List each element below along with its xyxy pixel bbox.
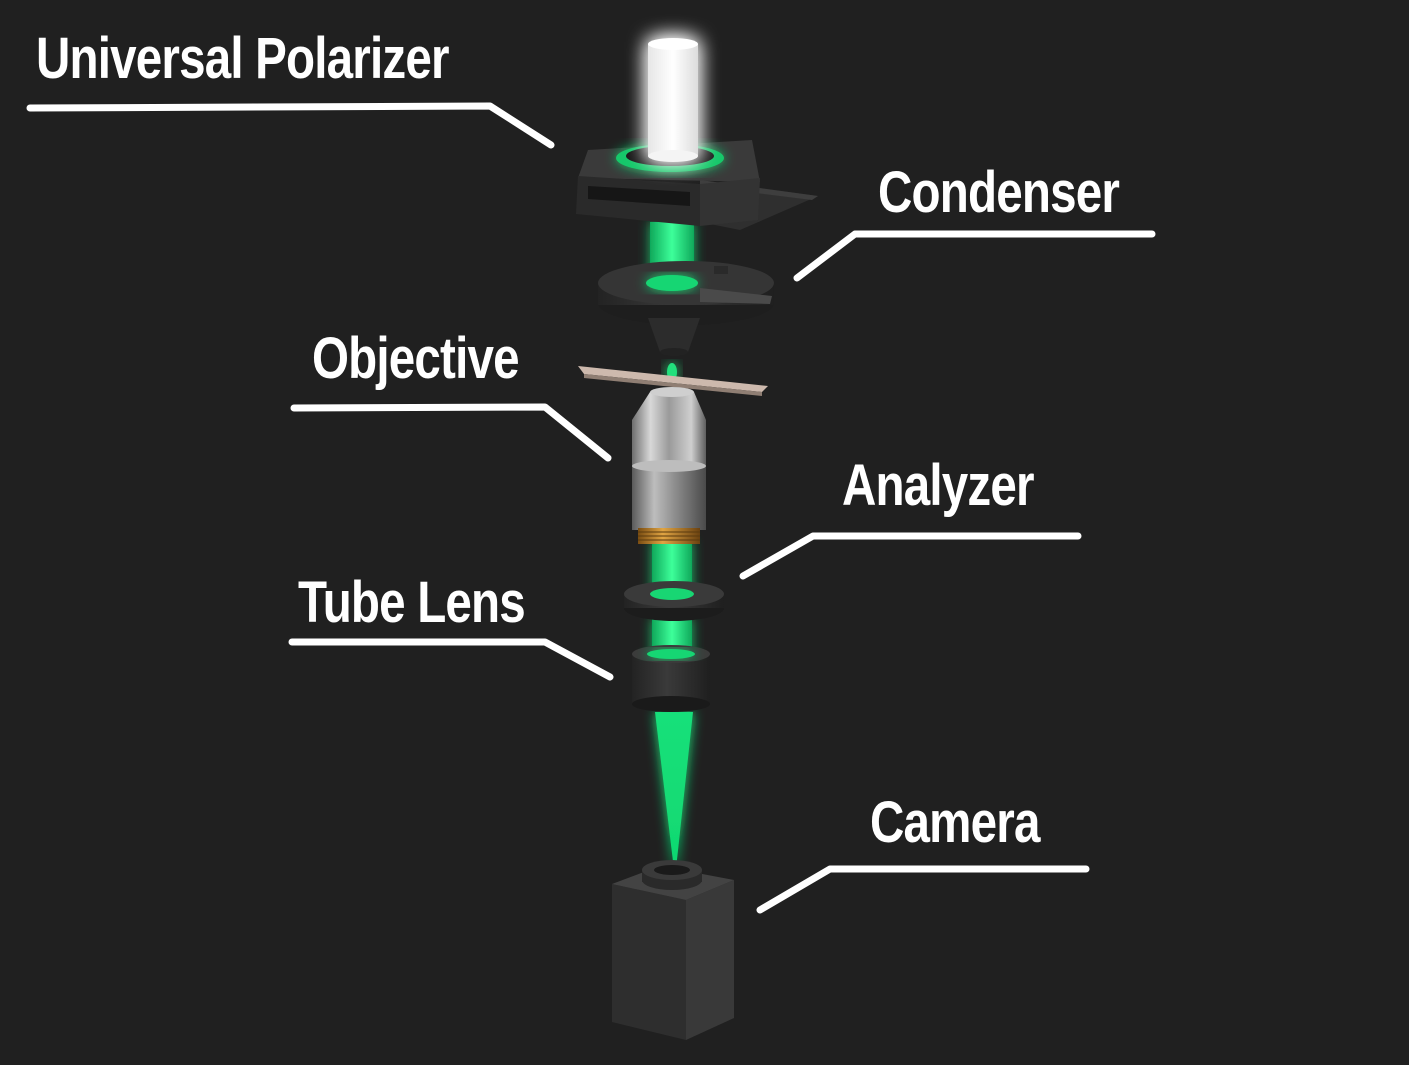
lamp-cylinder — [648, 38, 698, 162]
universal-polarizer-assembly — [576, 38, 818, 230]
analyzer-ring — [624, 581, 724, 621]
label-objective: Objective — [312, 326, 520, 391]
condenser-assembly — [598, 261, 774, 381]
objective-assembly — [632, 387, 706, 544]
specimen-slide — [578, 366, 768, 392]
beam-cone-to-camera — [655, 712, 693, 878]
leader-line-analyzer — [739, 532, 1082, 580]
label-analyzer: Analyzer — [842, 453, 1035, 518]
label-universal-polarizer: Universal Polarizer — [36, 26, 449, 91]
label-tube-lens: Tube Lens — [298, 570, 526, 635]
tube-lens-assembly — [632, 645, 710, 712]
label-camera: Camera — [870, 790, 1040, 855]
leader-line-condenser — [793, 230, 1156, 282]
leader-line-universal-polarizer — [26, 102, 555, 149]
leader-line-objective — [290, 403, 612, 462]
camera-body — [612, 860, 734, 1040]
light-beam — [650, 222, 694, 878]
label-condenser: Condenser — [878, 160, 1120, 225]
leader-lines — [26, 102, 1156, 914]
leader-line-camera — [756, 865, 1090, 914]
leader-line-tube-lens — [288, 638, 614, 681]
